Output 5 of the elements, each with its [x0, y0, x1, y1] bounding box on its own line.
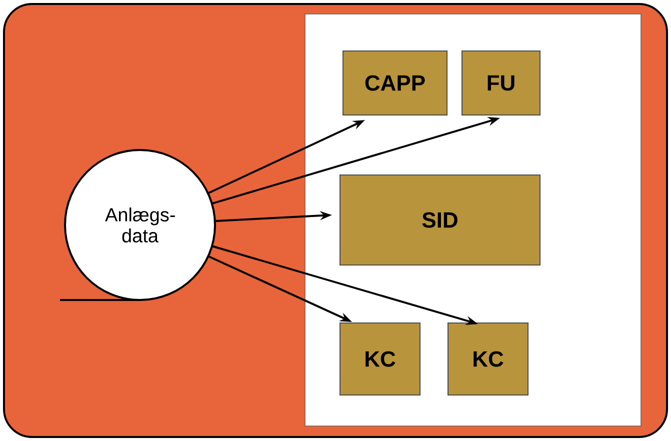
process-box: KC — [340, 322, 420, 396]
process-box: FU — [462, 50, 540, 116]
process-box: CAPP — [342, 50, 448, 116]
process-box: KC — [448, 322, 528, 396]
process-box: SID — [340, 174, 540, 266]
